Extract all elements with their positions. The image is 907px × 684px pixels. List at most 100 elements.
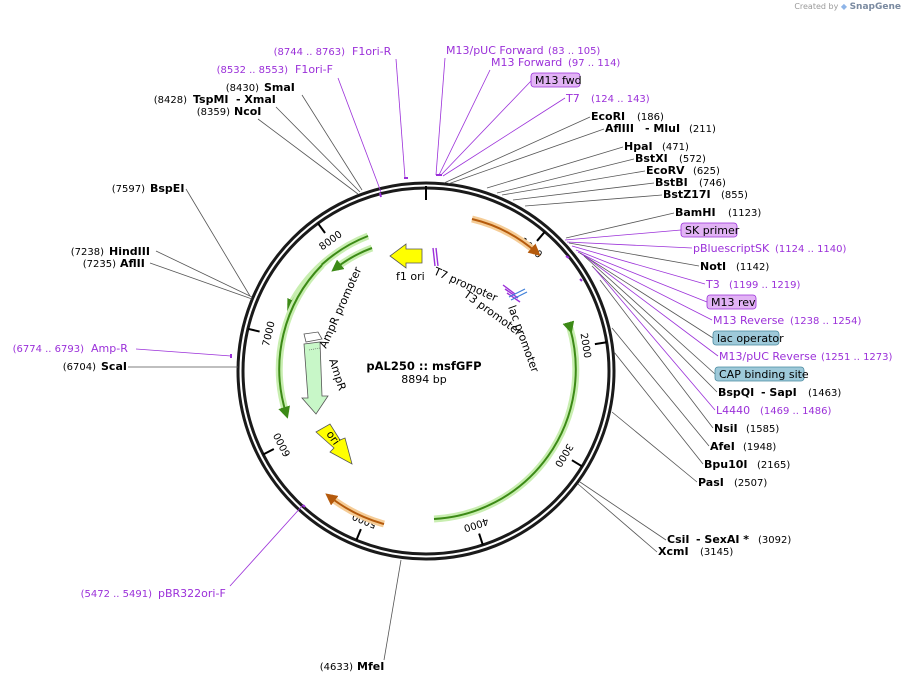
t3-primer-range: (1199 .. 1219) (729, 280, 801, 291)
l4440-name: L4440 (716, 404, 750, 417)
backbone-outer-ring (236, 181, 616, 561)
gfp-arc-right (433, 320, 577, 520)
bspei-num: (7597) (112, 184, 145, 195)
m13-rev-box[interactable] (706, 294, 757, 310)
ring-tick-2000 (594, 341, 607, 346)
lac-promoter-marks (508, 288, 528, 301)
leader-csii (579, 481, 667, 541)
created-by-text: Created by (794, 2, 839, 11)
bspqi-num: (1463) (808, 388, 841, 399)
ncoi-name: NcoI (234, 105, 261, 118)
ecori-num: (186) (637, 112, 664, 123)
ampr-label: AmpR (326, 357, 349, 393)
leader-f1ori-r (395, 58, 406, 179)
leader-afei (611, 327, 710, 447)
m13puc-fwd-name: M13/pUC Forward (446, 44, 544, 57)
ecori-name: EcoRI (591, 110, 625, 123)
bstbi-name: BstBI (655, 176, 688, 189)
leader-ecori (443, 116, 591, 184)
leader-f1ori-f (337, 77, 382, 193)
hindiii-name: HindIII (109, 245, 150, 258)
bpu10i-num: (2165) (757, 460, 790, 471)
leader-hindiii (155, 250, 253, 298)
leader-m13puc-rev (581, 253, 719, 357)
f1-ori-arrow (389, 243, 423, 269)
t7-promoter-marks (432, 247, 439, 267)
hpai-num: (471) (662, 142, 689, 153)
gfp-arc-left3 (278, 264, 323, 419)
bspqi-name: BspQI (718, 386, 754, 399)
snapgene-name: SnapGene (849, 2, 901, 12)
leader-bstxi (496, 158, 635, 194)
leader-sk-primer (564, 229, 682, 241)
leader-xcmi (577, 483, 658, 553)
scai-name: ScaI (101, 360, 127, 373)
leader-bstbi (512, 182, 655, 201)
leader-tspmi (275, 106, 361, 193)
leader-lac-operator (579, 252, 714, 339)
tspmi-num: (8428) (154, 95, 187, 106)
ori-arrow (315, 423, 353, 465)
m13-fwd-label: M13 fwd (535, 74, 582, 87)
leader-l4440 (593, 267, 716, 411)
hpai-name: HpaI (624, 140, 653, 153)
leader-t3 (571, 245, 706, 285)
leader-lines (128, 57, 719, 661)
ampr-promoter-label: AmpR promoter (317, 265, 365, 351)
csii-num: (3092) (758, 535, 791, 546)
gfp-arc-right-glow (433, 327, 580, 523)
ring-tick-6000 (262, 448, 275, 456)
smai-num: (8430) (226, 83, 259, 94)
orange-arc-top-glow (471, 215, 539, 255)
m13-fwd-box[interactable] (530, 72, 581, 88)
leader-ncoi (257, 118, 359, 195)
leader-t7 (442, 97, 566, 177)
leader-m13-reverse (577, 251, 713, 321)
leader-pasi (611, 411, 698, 483)
sk-primer-label: SK primer (685, 224, 740, 237)
mlui-name: - MluI (645, 122, 680, 135)
leader-pbluescriptsk (566, 241, 693, 249)
leader-m13-rev (575, 249, 708, 303)
plasmid-name: pAL250 :: msfGFP (366, 359, 481, 373)
cap-site-box[interactable] (714, 366, 805, 382)
leader-amp-r (135, 348, 232, 357)
leader-hpai (486, 146, 624, 189)
m13-reverse-name: M13 Reverse (713, 314, 784, 327)
snapgene-logo-icon: ◆ (840, 2, 848, 11)
primer-binding-marks (230, 174, 583, 508)
leader-m13puc-fwd (435, 57, 446, 176)
ampr-arrow (301, 341, 329, 415)
f1ori-f-name: F1ori-F (295, 63, 333, 76)
ring-tick-8000 (317, 222, 326, 234)
leader-ecorv (501, 170, 646, 196)
aflii-num: (7235) (83, 259, 116, 270)
leader-smai (301, 94, 363, 191)
afei-num: (1948) (743, 442, 776, 453)
ring-tick-label-6000: 6000 (272, 431, 293, 459)
f1ori-r-name: F1ori-R (352, 45, 392, 58)
l4440-range: (1469 .. 1486) (760, 406, 832, 417)
leader-cap (583, 255, 716, 375)
bstz17i-num: (855) (721, 190, 748, 201)
ring-tick-label-7000: 7000 (261, 320, 278, 347)
mfei-name: MfeI (357, 660, 384, 673)
hindiii-num: (7238) (71, 247, 104, 258)
ring-tick-label-2000: 2000 (578, 332, 593, 359)
sk-primer-box[interactable] (680, 222, 738, 238)
t7-primer-name: T7 (565, 92, 580, 105)
orange-arc-bottom (325, 493, 385, 525)
bpu10i-name: Bpu10I (704, 458, 748, 471)
leader-noti (568, 242, 700, 267)
xcmi-name: XcmI (658, 545, 689, 558)
bstz17i-name: BstZ17I (663, 188, 711, 201)
bspei-name: BspEI (150, 182, 184, 195)
lac-operator-box[interactable] (712, 330, 780, 346)
m13-forward-range: (97 .. 114) (568, 58, 620, 69)
lac-promoter-label: lac promoter (505, 304, 541, 375)
bstxi-num: (572) (679, 154, 706, 165)
bstxi-name: BstXI (635, 152, 668, 165)
t3-promoter-marks (502, 284, 521, 303)
leader-pbr322ori-f (229, 504, 304, 587)
